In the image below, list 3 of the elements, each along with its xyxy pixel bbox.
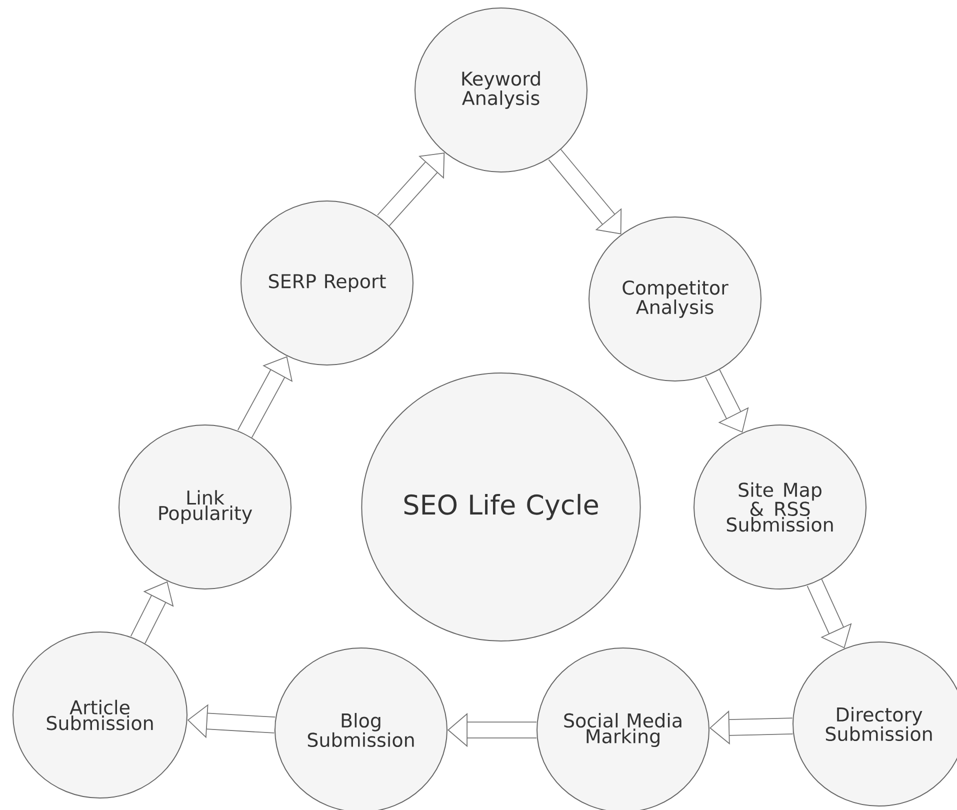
block-arrow: [377, 152, 445, 226]
block-arrow: [806, 579, 852, 648]
block-arrow: [548, 149, 622, 234]
